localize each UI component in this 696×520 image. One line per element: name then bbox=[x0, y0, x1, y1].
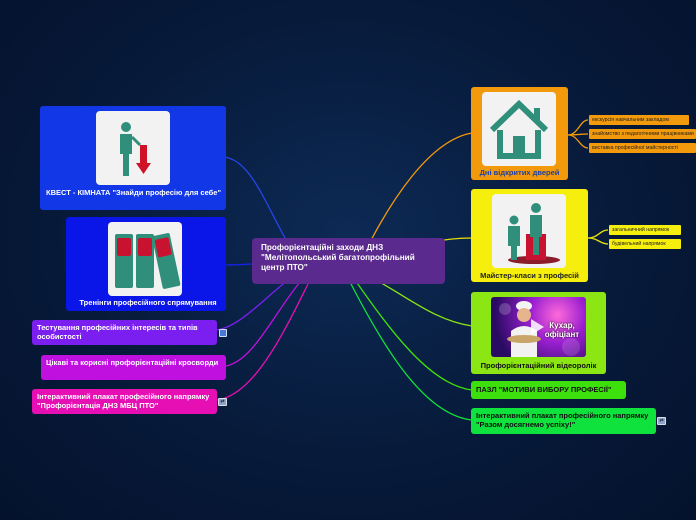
right-poster-label: Інтерактивний плакат професійного напрям… bbox=[476, 411, 649, 429]
quest-image bbox=[96, 111, 170, 185]
trainings-image bbox=[108, 222, 182, 296]
people-podium-icon bbox=[508, 203, 560, 264]
trainings-label: Тренінги професійного спрямування bbox=[79, 298, 217, 307]
video-thumbnail[interactable]: Кухар, офіціант bbox=[491, 297, 586, 357]
open-days-image bbox=[482, 92, 556, 166]
link-open-days-children bbox=[567, 119, 589, 149]
house-icon bbox=[489, 99, 549, 159]
binders-icon bbox=[115, 233, 181, 289]
link-icon[interactable]: ⇄ bbox=[657, 417, 666, 425]
link-poster-right bbox=[349, 281, 473, 421]
person-down-arrow-icon bbox=[120, 122, 151, 176]
quest-topic[interactable]: КВЕСТ - КІМНАТА "Знайди професію для себ… bbox=[40, 106, 226, 210]
puzzle-label: ПАЗЛ "МОТИВИ ВИБОРУ ПРОФЕСІЇ" bbox=[476, 385, 612, 394]
quest-label: КВЕСТ - КІМНАТА "Знайди професію для себ… bbox=[46, 188, 222, 197]
left-poster-topic[interactable]: Інтерактивний плакат професійного напрям… bbox=[32, 389, 217, 414]
video-topic[interactable]: Кухар, офіціант Профорієнтаційний відеор… bbox=[471, 292, 606, 374]
link-poster-left bbox=[216, 279, 311, 401]
master-classes-topic[interactable]: Майстер-класи з професій bbox=[471, 189, 588, 282]
open-days-child-3[interactable]: виставка професійної майстерності bbox=[589, 143, 696, 153]
trainings-topic[interactable]: Тренінги професійного спрямування bbox=[66, 217, 226, 311]
testing-topic[interactable]: Тестування професійних інтересів та типі… bbox=[32, 320, 217, 345]
central-topic-label: Профорієнтаційні заходи ДНЗ "Мелітопольс… bbox=[261, 243, 415, 272]
crosswords-topic[interactable]: Цікаві та корисні профорієнтаційні кросв… bbox=[41, 355, 226, 380]
crosswords-label: Цікаві та корисні профорієнтаційні кросв… bbox=[46, 358, 219, 367]
central-topic[interactable]: Профорієнтаційні заходи ДНЗ "Мелітопольс… bbox=[252, 238, 445, 284]
master-classes-label: Майстер-класи з професій bbox=[480, 271, 579, 280]
video-label: Профорієнтаційний відеоролік bbox=[480, 361, 597, 370]
link-crosswords bbox=[225, 275, 306, 367]
master-child-2[interactable]: будівельний напрямок bbox=[609, 239, 681, 249]
video-thumb-text: Кухар, офіціант bbox=[544, 321, 580, 339]
flag-icon[interactable] bbox=[219, 329, 227, 337]
link-master-children bbox=[587, 229, 609, 245]
testing-label: Тестування професійних інтересів та типі… bbox=[37, 323, 198, 341]
cook-figure-icon bbox=[499, 301, 580, 357]
open-days-child-1[interactable]: екскурсія навчальним закладом bbox=[589, 115, 689, 125]
open-days-label: Дні відкритих дверей bbox=[479, 168, 560, 177]
puzzle-topic[interactable]: ПАЗЛ "МОТИВИ ВИБОРУ ПРОФЕСІЇ" bbox=[471, 381, 626, 399]
master-classes-image bbox=[492, 194, 566, 268]
master-child-1[interactable]: загальничний напрямок bbox=[609, 225, 681, 235]
right-poster-topic[interactable]: Інтерактивний плакат професійного напрям… bbox=[471, 408, 656, 434]
open-days-child-2[interactable]: знайомство з педагогічними працівниками bbox=[589, 129, 696, 139]
left-poster-label: Інтерактивний плакат професійного напрям… bbox=[37, 392, 210, 410]
open-days-topic[interactable]: Дні відкритих дверей bbox=[471, 87, 568, 180]
link-icon[interactable]: ⇄ bbox=[218, 398, 227, 406]
link-puzzle bbox=[354, 279, 473, 391]
